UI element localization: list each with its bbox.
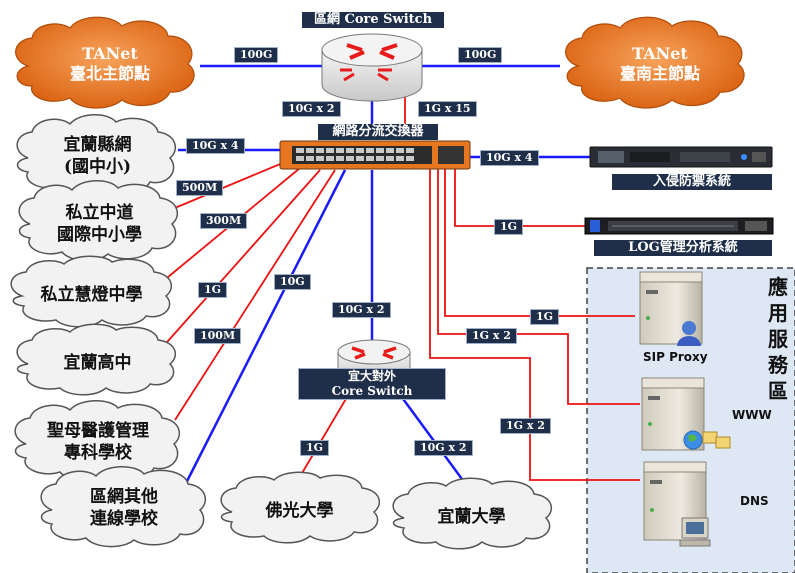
- link-label-10gx2-core: 10G x 2: [282, 101, 341, 117]
- link-dist-log: [454, 168, 585, 227]
- cloud-huideng: [10, 255, 173, 328]
- app-zone-char-1: 應: [768, 275, 788, 299]
- link-label-10gx4-right: 10G x 4: [480, 150, 539, 166]
- cloud-other-line1: 區網其他: [90, 487, 158, 507]
- tanet-north-line2: 臺北主節點: [69, 64, 150, 83]
- link-label-100g-left: 100G: [234, 47, 279, 63]
- server-www: [641, 377, 731, 451]
- link-label-1g-huideng: 1G: [198, 282, 228, 298]
- log-title: LOG管理分析系統: [594, 240, 772, 256]
- distribution-switch-title: 網路分流交換器: [318, 124, 438, 140]
- app-zone-char-5: 區: [768, 379, 788, 403]
- link-label-500m: 500M: [176, 180, 224, 196]
- cloud-huideng-line1: 私立慧燈中學: [40, 285, 143, 305]
- cloud-zhongdao: [18, 180, 179, 262]
- server-label-www: WWW: [732, 408, 772, 422]
- server-label-sip: SIP Proxy: [643, 350, 708, 364]
- log-device: [584, 217, 774, 235]
- cloud-yilan-high: [16, 323, 177, 396]
- core-switch-title: 區網 Core Switch: [302, 12, 444, 28]
- link-label-10g-other: 10G: [274, 274, 311, 290]
- yida-switch-line2: Core Switch: [331, 384, 413, 398]
- link-dist-smc: [174, 169, 336, 421]
- distribution-switch-device: [279, 140, 471, 170]
- link-label-10gx4-left: 10G x 4: [186, 138, 245, 154]
- cloud-label-yilan-high: 宜蘭高中: [20, 352, 175, 374]
- cloud-label-huideng: 私立慧燈中學: [14, 284, 169, 306]
- cloud-other-line2: 連線學校: [90, 509, 158, 529]
- cloud-zhongdao-line2: 國際中小學: [57, 225, 142, 245]
- tanet-south-line2: 臺南主節點: [619, 64, 700, 83]
- link-label-10gx2-yida: 10G x 2: [332, 302, 391, 318]
- link-label-1g-sip: 1G: [530, 309, 560, 325]
- ips-title: 入侵防禦系統: [612, 174, 772, 190]
- server-label-dns: DNS: [740, 494, 769, 508]
- cloud-ilan-univ-line1: 宜蘭大學: [437, 507, 506, 527]
- link-label-300m: 300M: [200, 213, 248, 229]
- cloud-label-zhongdao: 私立中道 國際中小學: [22, 202, 177, 246]
- link-dist-other: [178, 169, 347, 496]
- link-label-100m: 100M: [194, 328, 242, 344]
- cloud-smc-line2: 專科學校: [64, 443, 132, 463]
- cloud-yilan-high-line1: 宜蘭高中: [63, 353, 132, 373]
- link-label-1gx15: 1G x 15: [418, 101, 477, 117]
- server-sip: [639, 271, 703, 346]
- cloud-label-smc: 聖母醫護管理 專科學校: [18, 420, 178, 464]
- ips-device: [589, 146, 773, 168]
- server-dns: [643, 461, 711, 547]
- link-label-1g-log: 1G: [494, 219, 524, 235]
- yida-switch-line1: 宜大對外: [347, 369, 396, 383]
- link-label-10gx2-ilan-univ: 10G x 2: [414, 440, 473, 456]
- tanet-south-line1: TANet: [632, 44, 688, 63]
- cloud-yilan-county-line2: (國中小): [63, 157, 132, 177]
- link-dist-zhongdao: [169, 161, 286, 211]
- link-label-1gx2-dns: 1G x 2: [500, 418, 551, 434]
- cloud-ilan-univ: [392, 477, 553, 550]
- cloud-yilan-county-line1: 宜蘭縣網: [63, 135, 132, 155]
- cloud-smc-line1: 聖母醫護管理: [47, 421, 149, 441]
- app-zone-char-3: 服: [768, 327, 788, 351]
- link-yida-foguang: [294, 391, 351, 486]
- tanet-south-label: TANet 臺南主節點: [580, 44, 740, 84]
- cloud-smc: [14, 400, 181, 482]
- link-dist-dns: [429, 168, 640, 481]
- cloud-foguang: [220, 471, 381, 544]
- link-label-1g-foguang: 1G: [300, 440, 330, 456]
- client-clouds: [10, 114, 553, 550]
- app-zone-label: 應 用 服 務 區: [766, 274, 790, 404]
- app-zone-char-4: 務: [768, 353, 788, 377]
- tanet-north-line1: TANet: [82, 44, 138, 63]
- cloud-zhongdao-line1: 私立中道: [65, 203, 134, 223]
- cloud-label-other: 區網其他 連線學校: [44, 486, 204, 530]
- link-dist-yilan-high: [159, 169, 321, 351]
- cloud-label-foguang: 佛光大學: [222, 500, 377, 522]
- tanet-south-cloud: [565, 16, 745, 109]
- cloud-label-yilan-county: 宜蘭縣網 (國中小): [20, 134, 175, 178]
- app-zone-char-2: 用: [768, 301, 788, 325]
- core-switch-router: [321, 33, 423, 102]
- yida-switch-label: 宜大對外 Core Switch: [298, 368, 446, 400]
- link-label-100g-right: 100G: [458, 47, 503, 63]
- tanet-north-cloud: [15, 16, 195, 109]
- tanet-north-label: TANet 臺北主節點: [30, 44, 190, 84]
- link-dist-www: [437, 168, 640, 405]
- link-label-1gx2-www: 1G x 2: [466, 328, 517, 344]
- cloud-label-ilan-univ: 宜蘭大學: [394, 506, 549, 528]
- cloud-foguang-line1: 佛光大學: [265, 501, 334, 521]
- cloud-other: [40, 466, 207, 548]
- link-dist-sip: [444, 168, 635, 317]
